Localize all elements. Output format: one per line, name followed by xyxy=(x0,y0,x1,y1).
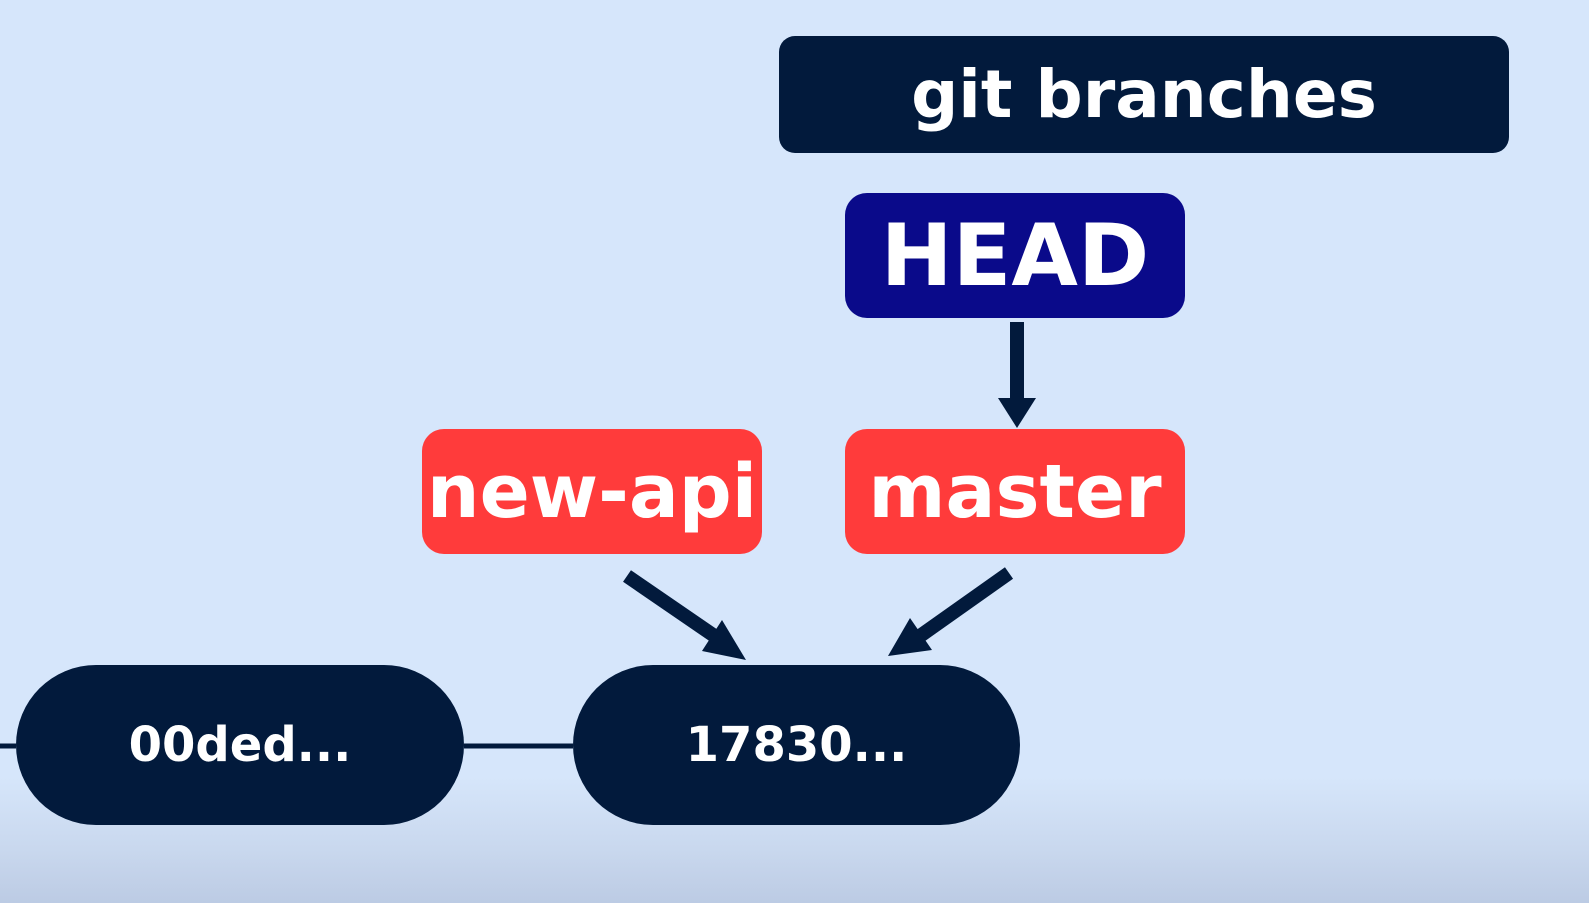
head-arrow-head xyxy=(998,398,1036,428)
branch-new-api: new-api xyxy=(422,429,762,554)
commit-node: 17830... xyxy=(573,665,1020,825)
diagram-title: git branches xyxy=(779,36,1509,153)
branch-label: new-api xyxy=(426,448,758,535)
commit-id: 00ded... xyxy=(128,717,352,773)
commit-node: 00ded... xyxy=(16,665,464,825)
new-api-arrow-head xyxy=(702,620,746,660)
branch-label: master xyxy=(868,448,1162,535)
master-arrow-head xyxy=(888,618,932,656)
head-pointer: HEAD xyxy=(845,193,1185,318)
commit-id: 17830... xyxy=(685,717,908,773)
master-arrow-shaft xyxy=(915,567,1014,642)
branch-master: master xyxy=(845,429,1185,554)
diagram-title-text: git branches xyxy=(911,56,1377,133)
head-label: HEAD xyxy=(880,205,1150,306)
new-api-arrow-shaft xyxy=(623,570,717,641)
